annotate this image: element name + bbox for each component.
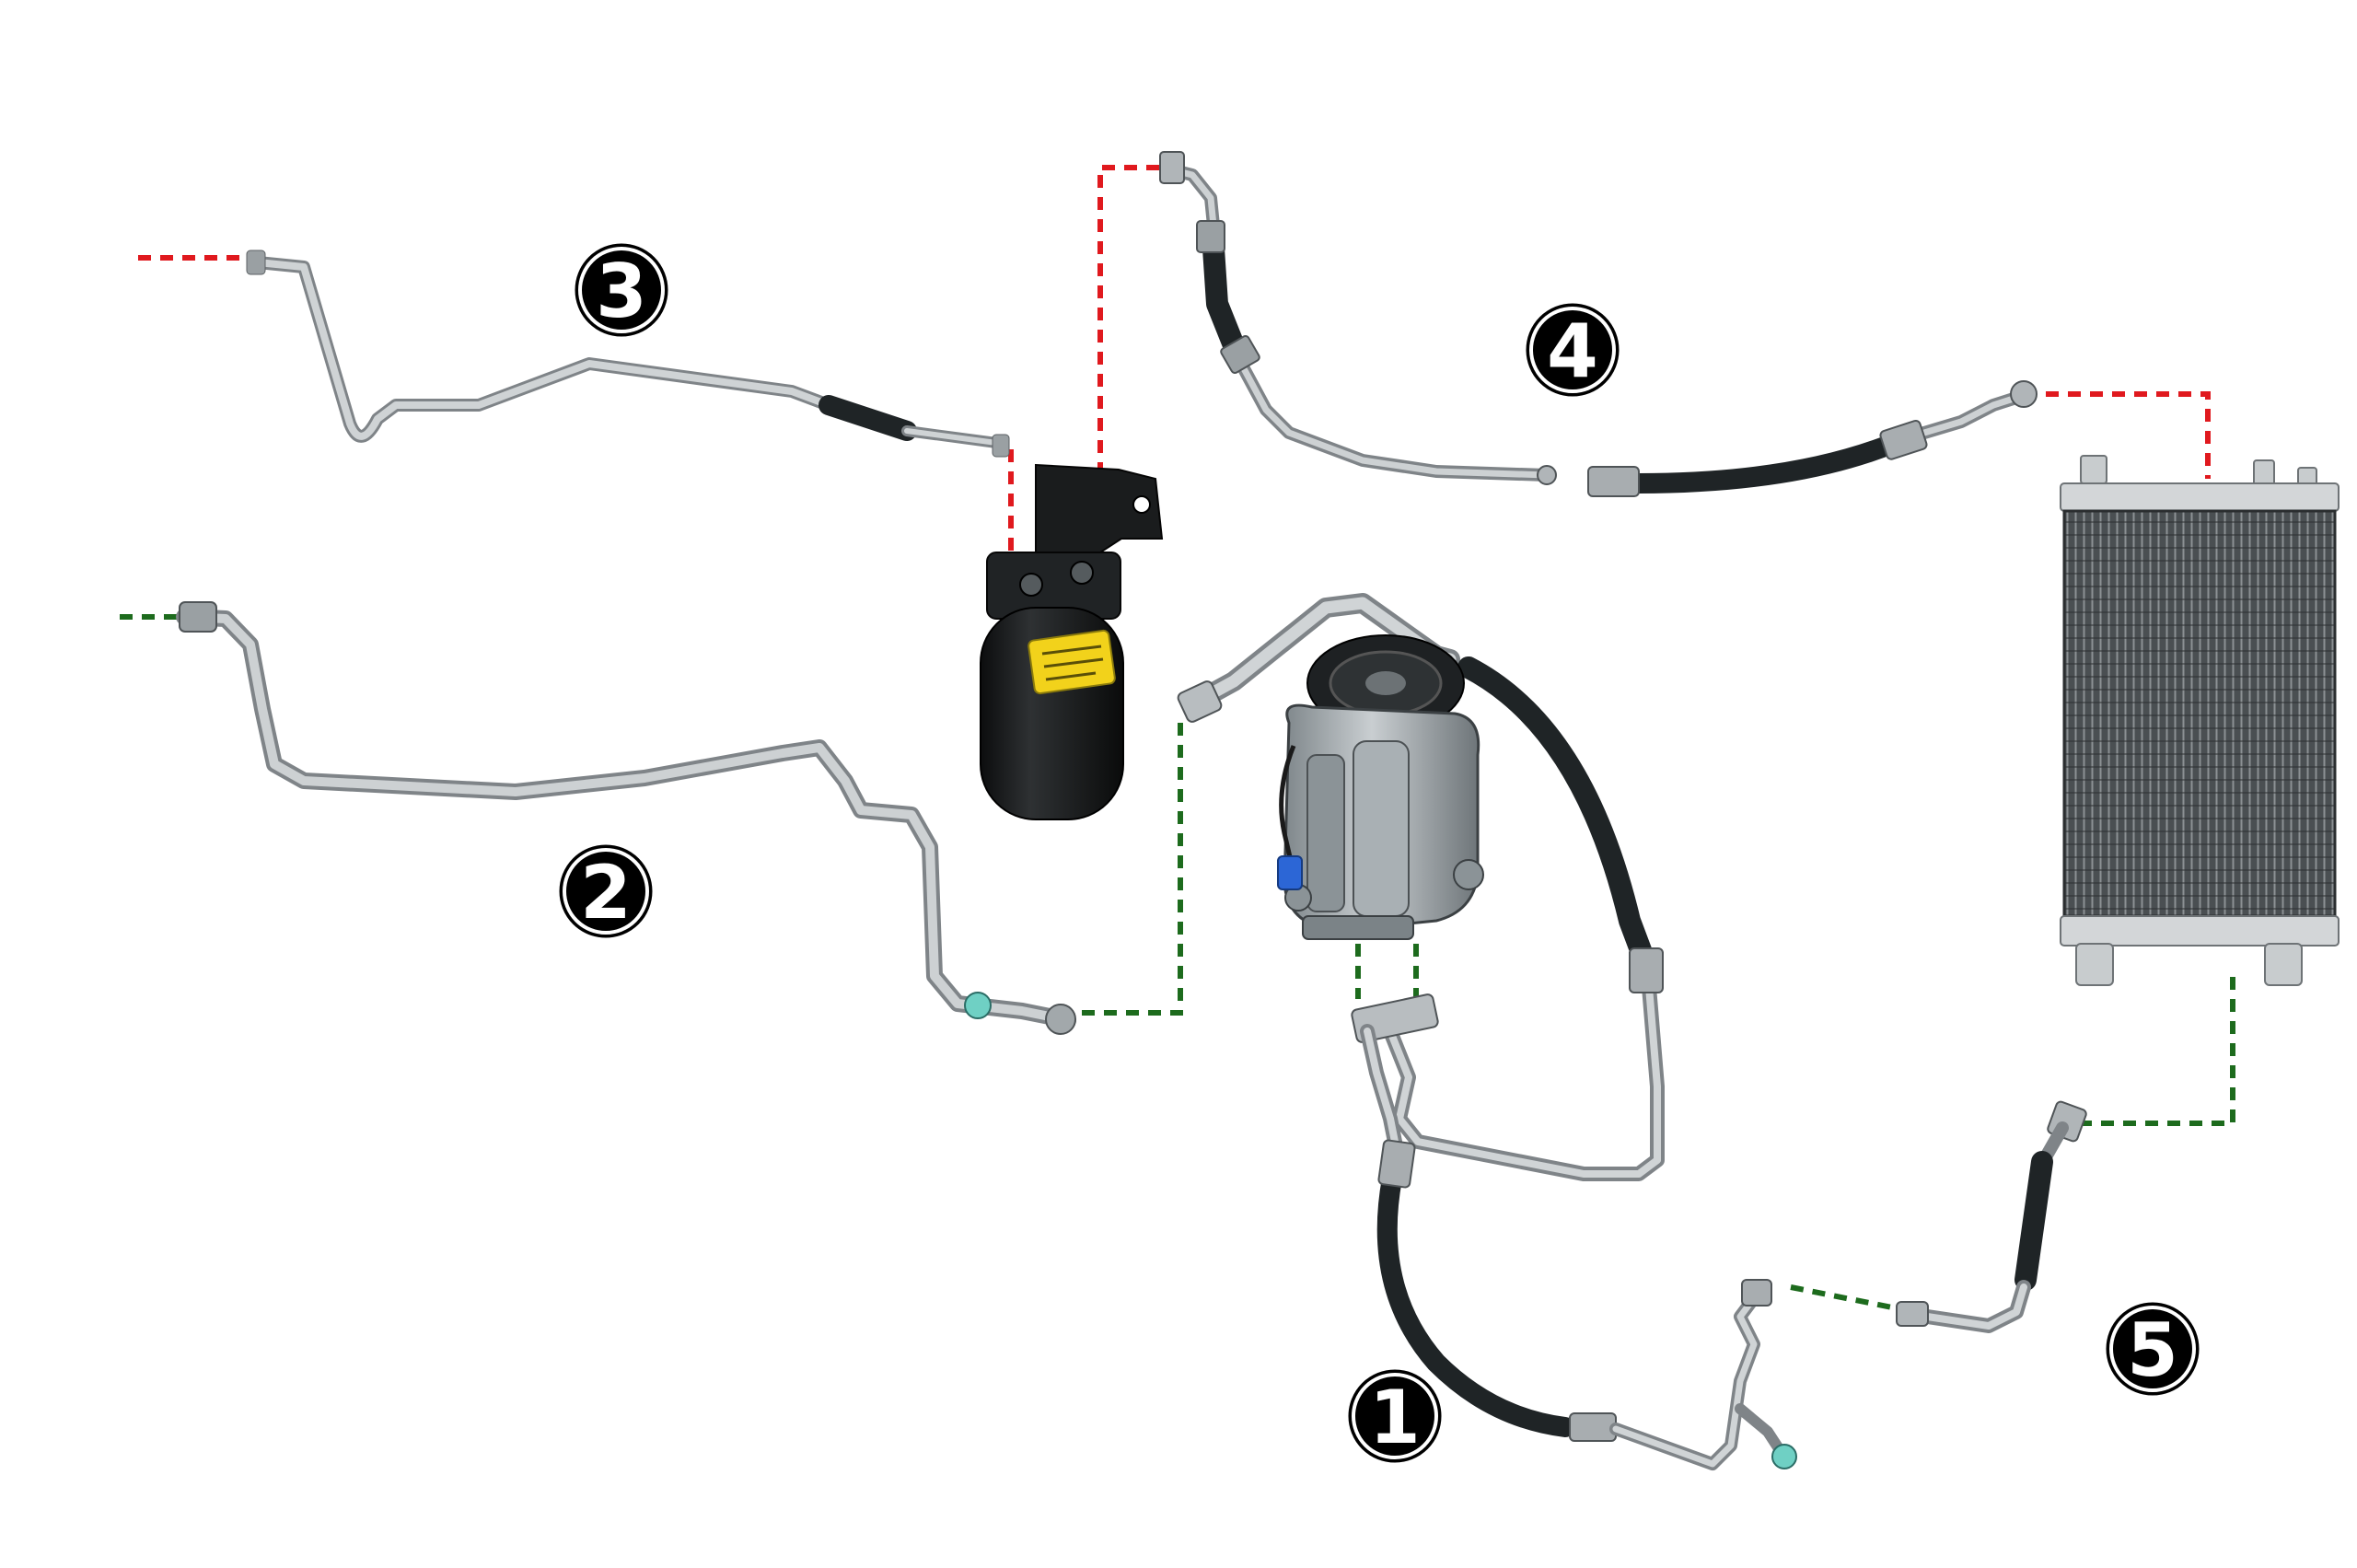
pipe-4-fitting-right — [2010, 380, 2038, 408]
pipe-1-suction-hose — [1376, 1168, 1575, 1437]
pipe-2-assembly — [176, 601, 1076, 1035]
pipe-4-assembly — [1159, 151, 2038, 497]
pipe-2-port-cap — [964, 992, 992, 1019]
callout-label-4: 4 — [1547, 308, 1598, 394]
compressor-wire — [1279, 745, 1296, 862]
pipe-1-discharge-hose — [1457, 656, 1655, 969]
condenser-top-tank — [2060, 482, 2340, 512]
pipe-3-fitting-right — [992, 434, 1010, 458]
callout-badge-4: 4 — [1523, 300, 1622, 400]
pipe-3-rubber-sleeve — [819, 395, 917, 441]
red-link-drier-4 — [1097, 165, 1162, 497]
callout-label-5: 5 — [2127, 1307, 2178, 1393]
connection-links — [120, 165, 2235, 1310]
callout-badge-2: 2 — [556, 842, 656, 941]
callout-badge-1: 1 — [1345, 1366, 1445, 1466]
receiver-drier-icon — [980, 463, 1164, 820]
pipe-3-assembly — [246, 250, 1010, 458]
pipe-3-fitting-left — [246, 250, 266, 275]
callout-badge-5: 5 — [2103, 1299, 2202, 1399]
pipe-5-hose — [2014, 1151, 2053, 1291]
compressor-connector — [1277, 855, 1303, 890]
pipe-4-hose-lower — [1629, 432, 1907, 494]
pipe-4-crimp — [1587, 466, 1640, 497]
pipe-5-fitting-end — [1896, 1301, 1929, 1327]
pipe-2-fitting-right — [1045, 1004, 1076, 1035]
callout-label-2: 2 — [580, 850, 632, 935]
callout-badge-3: 3 — [572, 240, 671, 340]
pipe-1-port-cap — [1771, 1444, 1797, 1469]
green-link-2-compressor — [1082, 723, 1183, 1016]
pipe-1-fitting-end — [1741, 1279, 1772, 1307]
red-link-4-condenser — [2046, 391, 2211, 479]
pipe-2-fitting-left — [179, 601, 217, 633]
pipe-5-assembly — [1896, 1100, 2087, 1333]
pipe-4-fitting-left — [1159, 151, 1185, 184]
condenser-icon — [2060, 455, 2340, 986]
condenser-bottom-tank — [2060, 915, 2340, 947]
pipe-1-assembly — [1177, 593, 1797, 1470]
callout-label-3: 3 — [596, 249, 647, 334]
green-link-1-5 — [1790, 1284, 1893, 1310]
green-link-5-condenser — [2079, 976, 2235, 1126]
callout-label-1: 1 — [1369, 1375, 1421, 1460]
condenser-core — [2062, 509, 2337, 918]
ac-compressor-icon — [1277, 634, 1484, 940]
pipe-4-hose-upper — [1202, 238, 1245, 356]
